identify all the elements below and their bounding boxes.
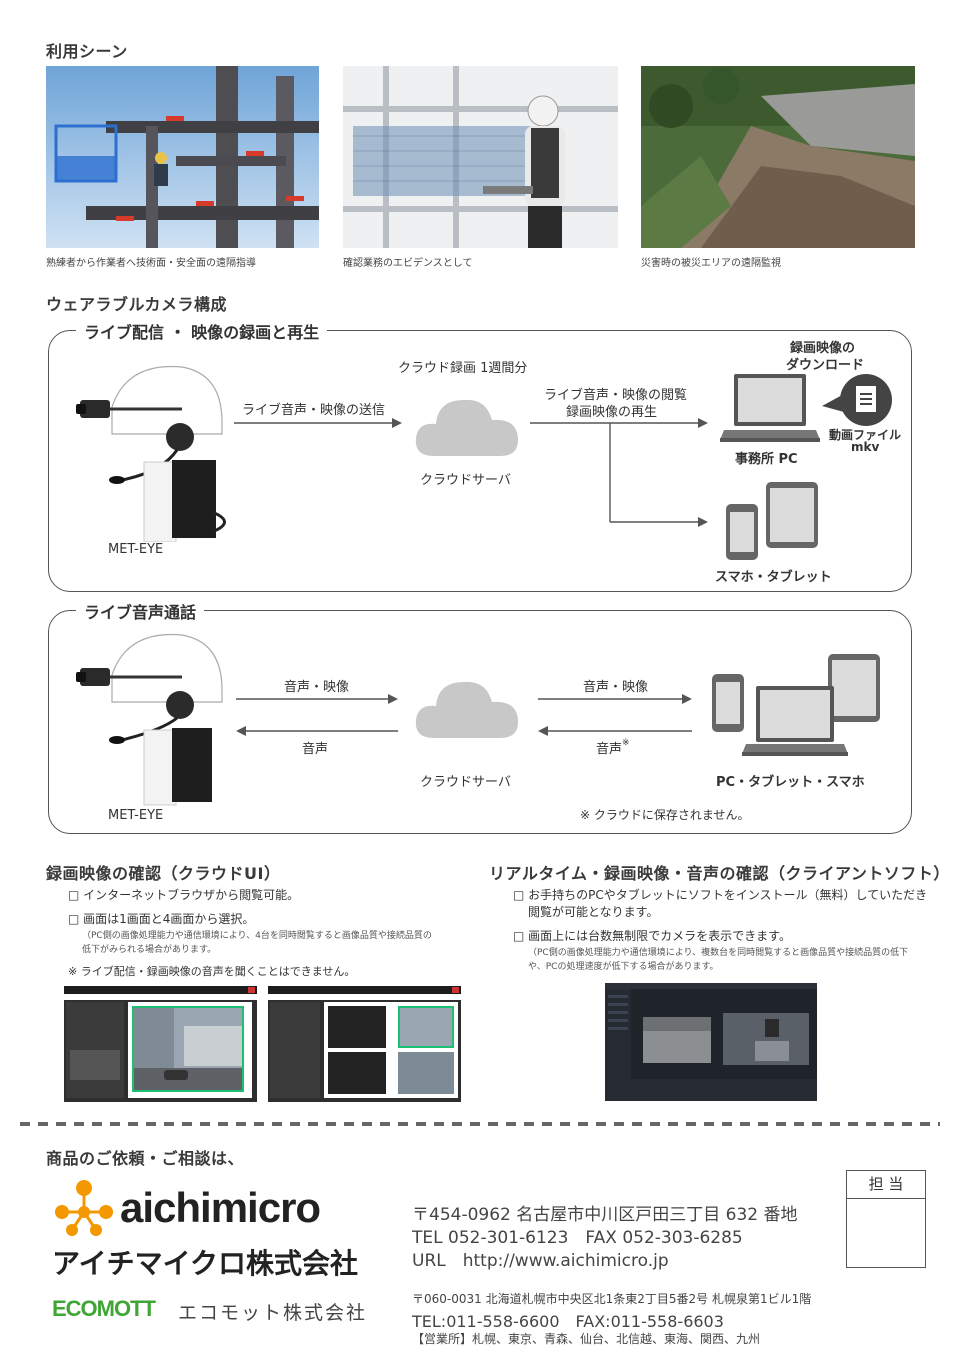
live-cloud-server-label: クラウドサーバ	[420, 473, 511, 488]
mobile-devices-icon	[726, 482, 818, 560]
talk-right-down-text: 音声	[596, 742, 623, 757]
talk-clients-label: PC・タブレット・スマホ	[716, 775, 865, 790]
met-eye-device-illustration-2	[72, 630, 242, 810]
talk-note: ※ クラウドに保存されません。	[580, 808, 750, 822]
aichimicro-address: 〒454-0962 名古屋市中川区戸田三丁目 632 番地	[412, 1205, 798, 1225]
cloud-ui-note-2: 低下がみられる場合があります。	[82, 945, 217, 955]
scene-caption-1: 熟練者から作業者へ技術面・安全面の遠隔指導	[46, 258, 256, 269]
cloud-ui-heading: 録画映像の確認（クラウドUI）	[46, 864, 281, 883]
scene-caption-3: 災害時の被災エリアの遠隔監視	[641, 258, 781, 269]
met-eye-device-illustration	[72, 362, 242, 543]
client-soft-bullet-1b: 閲覧が可能となります。	[528, 905, 659, 919]
aichimicro-logo-mark-icon	[55, 1180, 113, 1236]
talk-panel	[48, 610, 912, 834]
talk-right-down-label: 音声※	[596, 738, 630, 757]
live-panel-title: ライブ配信 ・ 映像の録画と再生	[76, 319, 328, 343]
ecomott-company-name: エコモット株式会社	[178, 1302, 368, 1324]
talk-device-label: MET-EYE	[108, 808, 164, 823]
cloud-ui-bullet-1: □ インターネットブラウザから閲覧可能。	[68, 888, 300, 902]
ecomott-address: 〒060-0031 北海道札幌市中央区北1条東2丁目5番2号 札幌泉第1ビル1階	[412, 1292, 812, 1306]
live-send-arrow	[234, 418, 402, 428]
ecomott-tel-fax: TEL:011-558-6600 FAX:011-558-6603	[412, 1312, 724, 1331]
section-divider	[20, 1122, 940, 1126]
aichimicro-company-name: アイチマイクロ株式会社	[52, 1247, 359, 1280]
live-device-label: MET-EYE	[108, 542, 164, 557]
file-label-2: mkv	[851, 440, 880, 454]
download-label-1: 録画映像の	[790, 341, 856, 356]
talk-cloud-icon	[415, 681, 518, 738]
talk-right-arrows	[538, 694, 692, 736]
talk-left-up-label: 音声・映像	[284, 680, 350, 695]
talk-cloud-server-label: クラウドサーバ	[420, 775, 511, 790]
live-cloud-icon	[415, 399, 518, 456]
client-soft-screenshot	[605, 983, 817, 1101]
tantou-label: 担 当	[847, 1171, 925, 1199]
live-panel	[48, 330, 912, 592]
talk-left-down-label: 音声	[302, 742, 329, 757]
ecomott-offices: 【営業所】札幌、東京、青森、仙台、北信越、東海、関西、九州	[412, 1332, 761, 1346]
talk-right-down-mark: ※	[622, 738, 630, 748]
cloud-ui-bullet-2: □ 画面は1画面と4画面から選択。	[68, 912, 255, 926]
file-label-1: 動画ファイル	[829, 428, 902, 442]
live-view-label-2: 録画映像の再生	[566, 405, 658, 420]
aichimicro-logo: aichimicro	[48, 1178, 378, 1238]
video-file-icon	[822, 374, 892, 426]
contact-heading: 商品のご依頼・ご相談は、	[46, 1149, 245, 1168]
office-pc-label: 事務所 PC	[735, 452, 798, 467]
mobile-label: スマホ・タブレット	[715, 570, 832, 585]
download-label-2: ダウンロード	[786, 358, 865, 373]
cloud-ui-warning: ※ ライブ配信・録画映像の音声を聞くことはできません。	[68, 965, 356, 978]
cloud-ui-note-1: （PC側の画像処理能力や通信環境により、4台を同時閲覧すると画像品質や接続品質の	[82, 931, 432, 941]
scene-caption-2: 確認業務のエビデンスとして	[343, 258, 473, 269]
usage-heading: 利用シーン	[46, 42, 128, 61]
tantou-box: 担 当	[846, 1170, 926, 1268]
talk-panel-title: ライブ音声通話	[76, 599, 205, 623]
aichimicro-logo-text: aichimicro	[120, 1184, 321, 1231]
cloud-ui-screenshot-quad	[268, 986, 461, 1102]
talk-right-up-label: 音声・映像	[583, 680, 649, 695]
office-laptop-icon	[720, 374, 820, 442]
client-soft-note-2: や、PCの処理速度が低下する場合があります。	[528, 962, 719, 972]
talk-client-devices-icon	[712, 654, 880, 756]
live-view-label-1: ライブ音声・映像の閲覧	[544, 388, 688, 403]
talk-left-arrows	[236, 694, 398, 736]
config-heading: ウェアラブルカメラ構成	[46, 295, 228, 314]
aichimicro-url[interactable]: URL http://www.aichimicro.jp	[412, 1251, 669, 1271]
client-soft-bullet-2: □ 画面上には台数無制限でカメラを表示できます。	[513, 929, 791, 943]
cloud-ui-screenshot-single	[64, 986, 257, 1102]
client-soft-bullet-1a: □ お手持ちのPCやタブレットにソフトをインストール（無料）していただき	[513, 888, 928, 902]
scene-photo-disaster	[641, 66, 915, 248]
live-send-label: ライブ音声・映像の送信	[242, 403, 386, 418]
client-soft-note-1: （PC側の画像処理能力や通信環境により、複数台を同時閲覧すると画像品質や接続品質…	[528, 948, 909, 958]
client-soft-heading: リアルタイム・録画映像・音声の確認（クライアントソフト）	[489, 864, 950, 883]
live-cloud-record-label: クラウド録画 1週間分	[398, 361, 528, 376]
aichimicro-tel-fax: TEL 052-301-6123 FAX 052-303-6285	[412, 1228, 743, 1248]
live-view-arrows	[530, 418, 708, 527]
scene-photo-construction	[46, 66, 319, 248]
ecomott-logo: ECOMOTT	[52, 1296, 156, 1321]
scene-photo-inspection	[343, 66, 618, 248]
